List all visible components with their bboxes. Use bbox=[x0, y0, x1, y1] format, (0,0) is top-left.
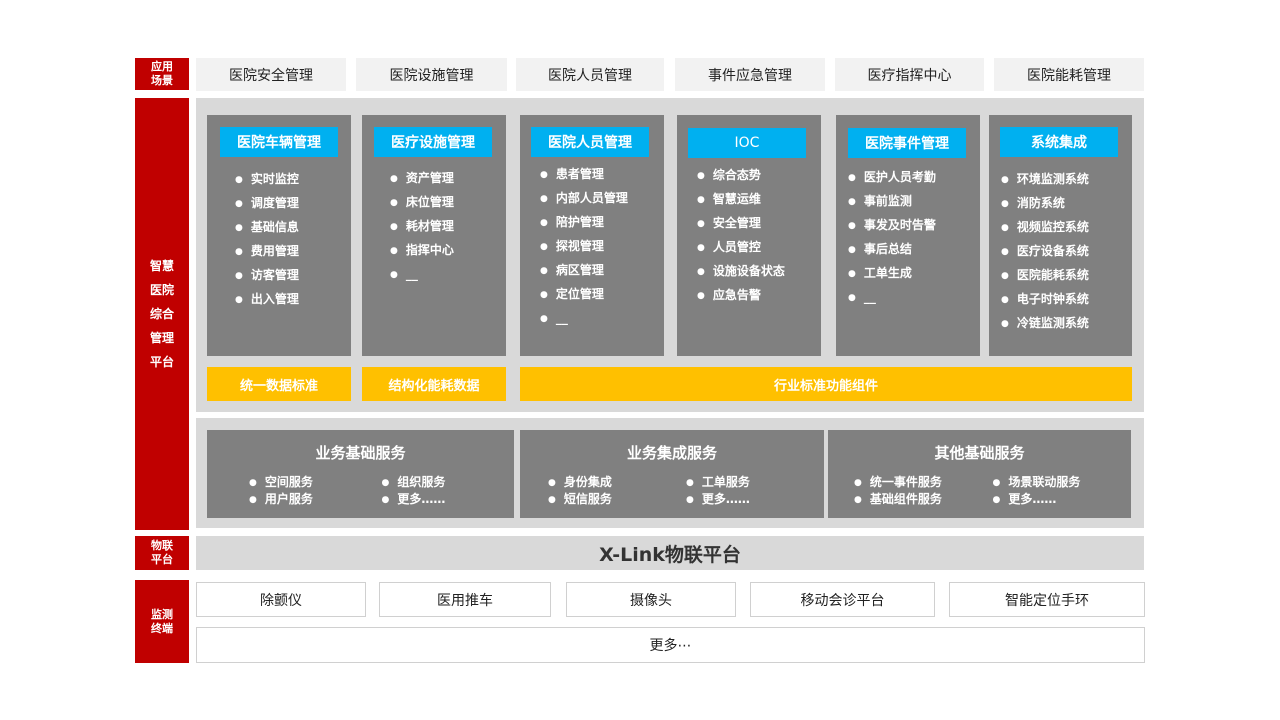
column-title: 医院车辆管理 bbox=[220, 127, 338, 157]
list-item: 指挥中心 bbox=[390, 238, 454, 262]
list-item: 费用管理 bbox=[235, 239, 299, 263]
list-item: 耗材管理 bbox=[390, 214, 454, 238]
list-item: 组织服务 bbox=[382, 474, 515, 491]
service-other-base: 其他基础服务 统一事件服务 场景联动服务 基础组件服务 更多…… bbox=[828, 430, 1131, 518]
scene-hospital-security: 医院安全管理 bbox=[196, 58, 346, 91]
terminal-label: 监测终端 bbox=[135, 580, 189, 663]
list-item: 更多…… bbox=[993, 491, 1132, 508]
terminal-more: 更多⋯ bbox=[196, 627, 1145, 663]
list-item: 床位管理 bbox=[390, 190, 454, 214]
list-item: 探视管理 bbox=[540, 234, 628, 258]
list-item: 事前监测 bbox=[848, 189, 936, 213]
terminal-camera: 摄像头 bbox=[566, 582, 736, 617]
list-item: 安全管理 bbox=[697, 211, 785, 235]
column-facility: 医疗设施管理 资产管理 床位管理 耗材管理 指挥中心 __ bbox=[362, 115, 506, 356]
service-title: 业务集成服务 bbox=[626, 444, 717, 462]
column-integration: 系统集成 环境监测系统 消防系统 视频监控系统 医疗设备系统 医院能耗系统 电子… bbox=[989, 115, 1132, 356]
service-title: 业务基础服务 bbox=[315, 444, 406, 462]
list-item: 短信服务 bbox=[548, 491, 686, 508]
list-item: 视频监控系统 bbox=[1001, 215, 1089, 239]
list-item: 患者管理 bbox=[540, 162, 628, 186]
iot-label: 物联平台 bbox=[135, 536, 189, 570]
scene-hospital-facility: 医院设施管理 bbox=[356, 58, 507, 91]
list-item: 医护人员考勤 bbox=[848, 165, 936, 189]
service-items: 身份集成 工单服务 短信服务 更多…… bbox=[520, 474, 824, 508]
column-items: 实时监控 调度管理 基础信息 费用管理 访客管理 出入管理 bbox=[235, 167, 299, 311]
column-title: 系统集成 bbox=[1000, 127, 1118, 157]
platform-upper-area bbox=[196, 98, 1144, 412]
column-vehicle: 医院车辆管理 实时监控 调度管理 基础信息 费用管理 访客管理 出入管理 bbox=[207, 115, 351, 356]
list-item: 环境监测系统 bbox=[1001, 167, 1089, 191]
list-item: __ bbox=[390, 262, 454, 286]
list-item: 工单生成 bbox=[848, 261, 936, 285]
column-items: 环境监测系统 消防系统 视频监控系统 医疗设备系统 医院能耗系统 电子时钟系统 … bbox=[1001, 167, 1089, 335]
terminal-medical-cart: 医用推车 bbox=[379, 582, 551, 617]
list-item: 更多…… bbox=[686, 491, 824, 508]
app-scene-label: 应用场景 bbox=[135, 58, 189, 90]
list-item: 事后总结 bbox=[848, 237, 936, 261]
column-title: IOC bbox=[688, 128, 806, 158]
list-item: 基础信息 bbox=[235, 215, 299, 239]
column-items: 综合态势 智慧运维 安全管理 人员管控 设施设备状态 应急告警 bbox=[697, 163, 785, 307]
service-items: 统一事件服务 场景联动服务 基础组件服务 更多…… bbox=[828, 474, 1131, 508]
list-item: 医疗设备系统 bbox=[1001, 239, 1089, 263]
list-item: 实时监控 bbox=[235, 167, 299, 191]
industry-standard-components: 行业标准功能组件 bbox=[520, 367, 1132, 401]
list-item: 电子时钟系统 bbox=[1001, 287, 1089, 311]
service-items: 空间服务 组织服务 用户服务 更多…… bbox=[207, 474, 514, 508]
list-item: 身份集成 bbox=[548, 474, 686, 491]
list-item: 工单服务 bbox=[686, 474, 824, 491]
service-business-integration: 业务集成服务 身份集成 工单服务 短信服务 更多…… bbox=[520, 430, 824, 518]
list-item: 病区管理 bbox=[540, 258, 628, 282]
list-item: 用户服务 bbox=[249, 491, 382, 508]
service-title: 其他基础服务 bbox=[934, 444, 1025, 462]
list-item: 定位管理 bbox=[540, 282, 628, 306]
column-items: 资产管理 床位管理 耗材管理 指挥中心 __ bbox=[390, 166, 454, 286]
list-item: 设施设备状态 bbox=[697, 259, 785, 283]
list-item: __ bbox=[540, 306, 628, 330]
list-item: 调度管理 bbox=[235, 191, 299, 215]
list-item: 更多…… bbox=[382, 491, 515, 508]
list-item: 内部人员管理 bbox=[540, 186, 628, 210]
platform-label: 智慧医院综合管理平台 bbox=[135, 98, 189, 530]
structured-energy-data: 结构化能耗数据 bbox=[362, 367, 506, 401]
list-item: 空间服务 bbox=[249, 474, 382, 491]
column-items: 患者管理 内部人员管理 陪护管理 探视管理 病区管理 定位管理 __ bbox=[540, 162, 628, 330]
list-item: 人员管控 bbox=[697, 235, 785, 259]
list-item: 访客管理 bbox=[235, 263, 299, 287]
terminal-mobile-consultation: 移动会诊平台 bbox=[750, 582, 935, 617]
xlink-iot-platform: X-Link物联平台 bbox=[196, 536, 1144, 570]
column-title: 医疗设施管理 bbox=[374, 127, 492, 157]
list-item: 冷链监测系统 bbox=[1001, 311, 1089, 335]
column-personnel: 医院人员管理 患者管理 内部人员管理 陪护管理 探视管理 病区管理 定位管理 _… bbox=[520, 115, 664, 356]
list-item: 事发及时告警 bbox=[848, 213, 936, 237]
list-item: 资产管理 bbox=[390, 166, 454, 190]
list-item: 陪护管理 bbox=[540, 210, 628, 234]
scene-medical-command: 医疗指挥中心 bbox=[835, 58, 984, 91]
scene-energy: 医院能耗管理 bbox=[994, 58, 1144, 91]
column-title: 医院事件管理 bbox=[848, 128, 966, 158]
list-item: 医院能耗系统 bbox=[1001, 263, 1089, 287]
list-item: 出入管理 bbox=[235, 287, 299, 311]
list-item: 消防系统 bbox=[1001, 191, 1089, 215]
list-item: 场景联动服务 bbox=[993, 474, 1132, 491]
service-business-base: 业务基础服务 空间服务 组织服务 用户服务 更多…… bbox=[207, 430, 514, 518]
column-ioc: IOC 综合态势 智慧运维 安全管理 人员管控 设施设备状态 应急告警 bbox=[677, 115, 821, 356]
terminal-positioning-bracelet: 智能定位手环 bbox=[949, 582, 1145, 617]
column-event: 医院事件管理 医护人员考勤 事前监测 事发及时告警 事后总结 工单生成 __ bbox=[836, 115, 980, 356]
list-item: 智慧运维 bbox=[697, 187, 785, 211]
scene-event-emergency: 事件应急管理 bbox=[675, 58, 825, 91]
list-item: 基础组件服务 bbox=[854, 491, 993, 508]
scene-hospital-personnel: 医院人员管理 bbox=[516, 58, 664, 91]
list-item: 综合态势 bbox=[697, 163, 785, 187]
terminal-defibrillator: 除颤仪 bbox=[196, 582, 366, 617]
list-item: 统一事件服务 bbox=[854, 474, 993, 491]
unified-data-standard: 统一数据标准 bbox=[207, 367, 351, 401]
list-item: __ bbox=[848, 285, 936, 309]
column-title: 医院人员管理 bbox=[531, 127, 649, 157]
list-item: 应急告警 bbox=[697, 283, 785, 307]
column-items: 医护人员考勤 事前监测 事发及时告警 事后总结 工单生成 __ bbox=[848, 165, 936, 309]
